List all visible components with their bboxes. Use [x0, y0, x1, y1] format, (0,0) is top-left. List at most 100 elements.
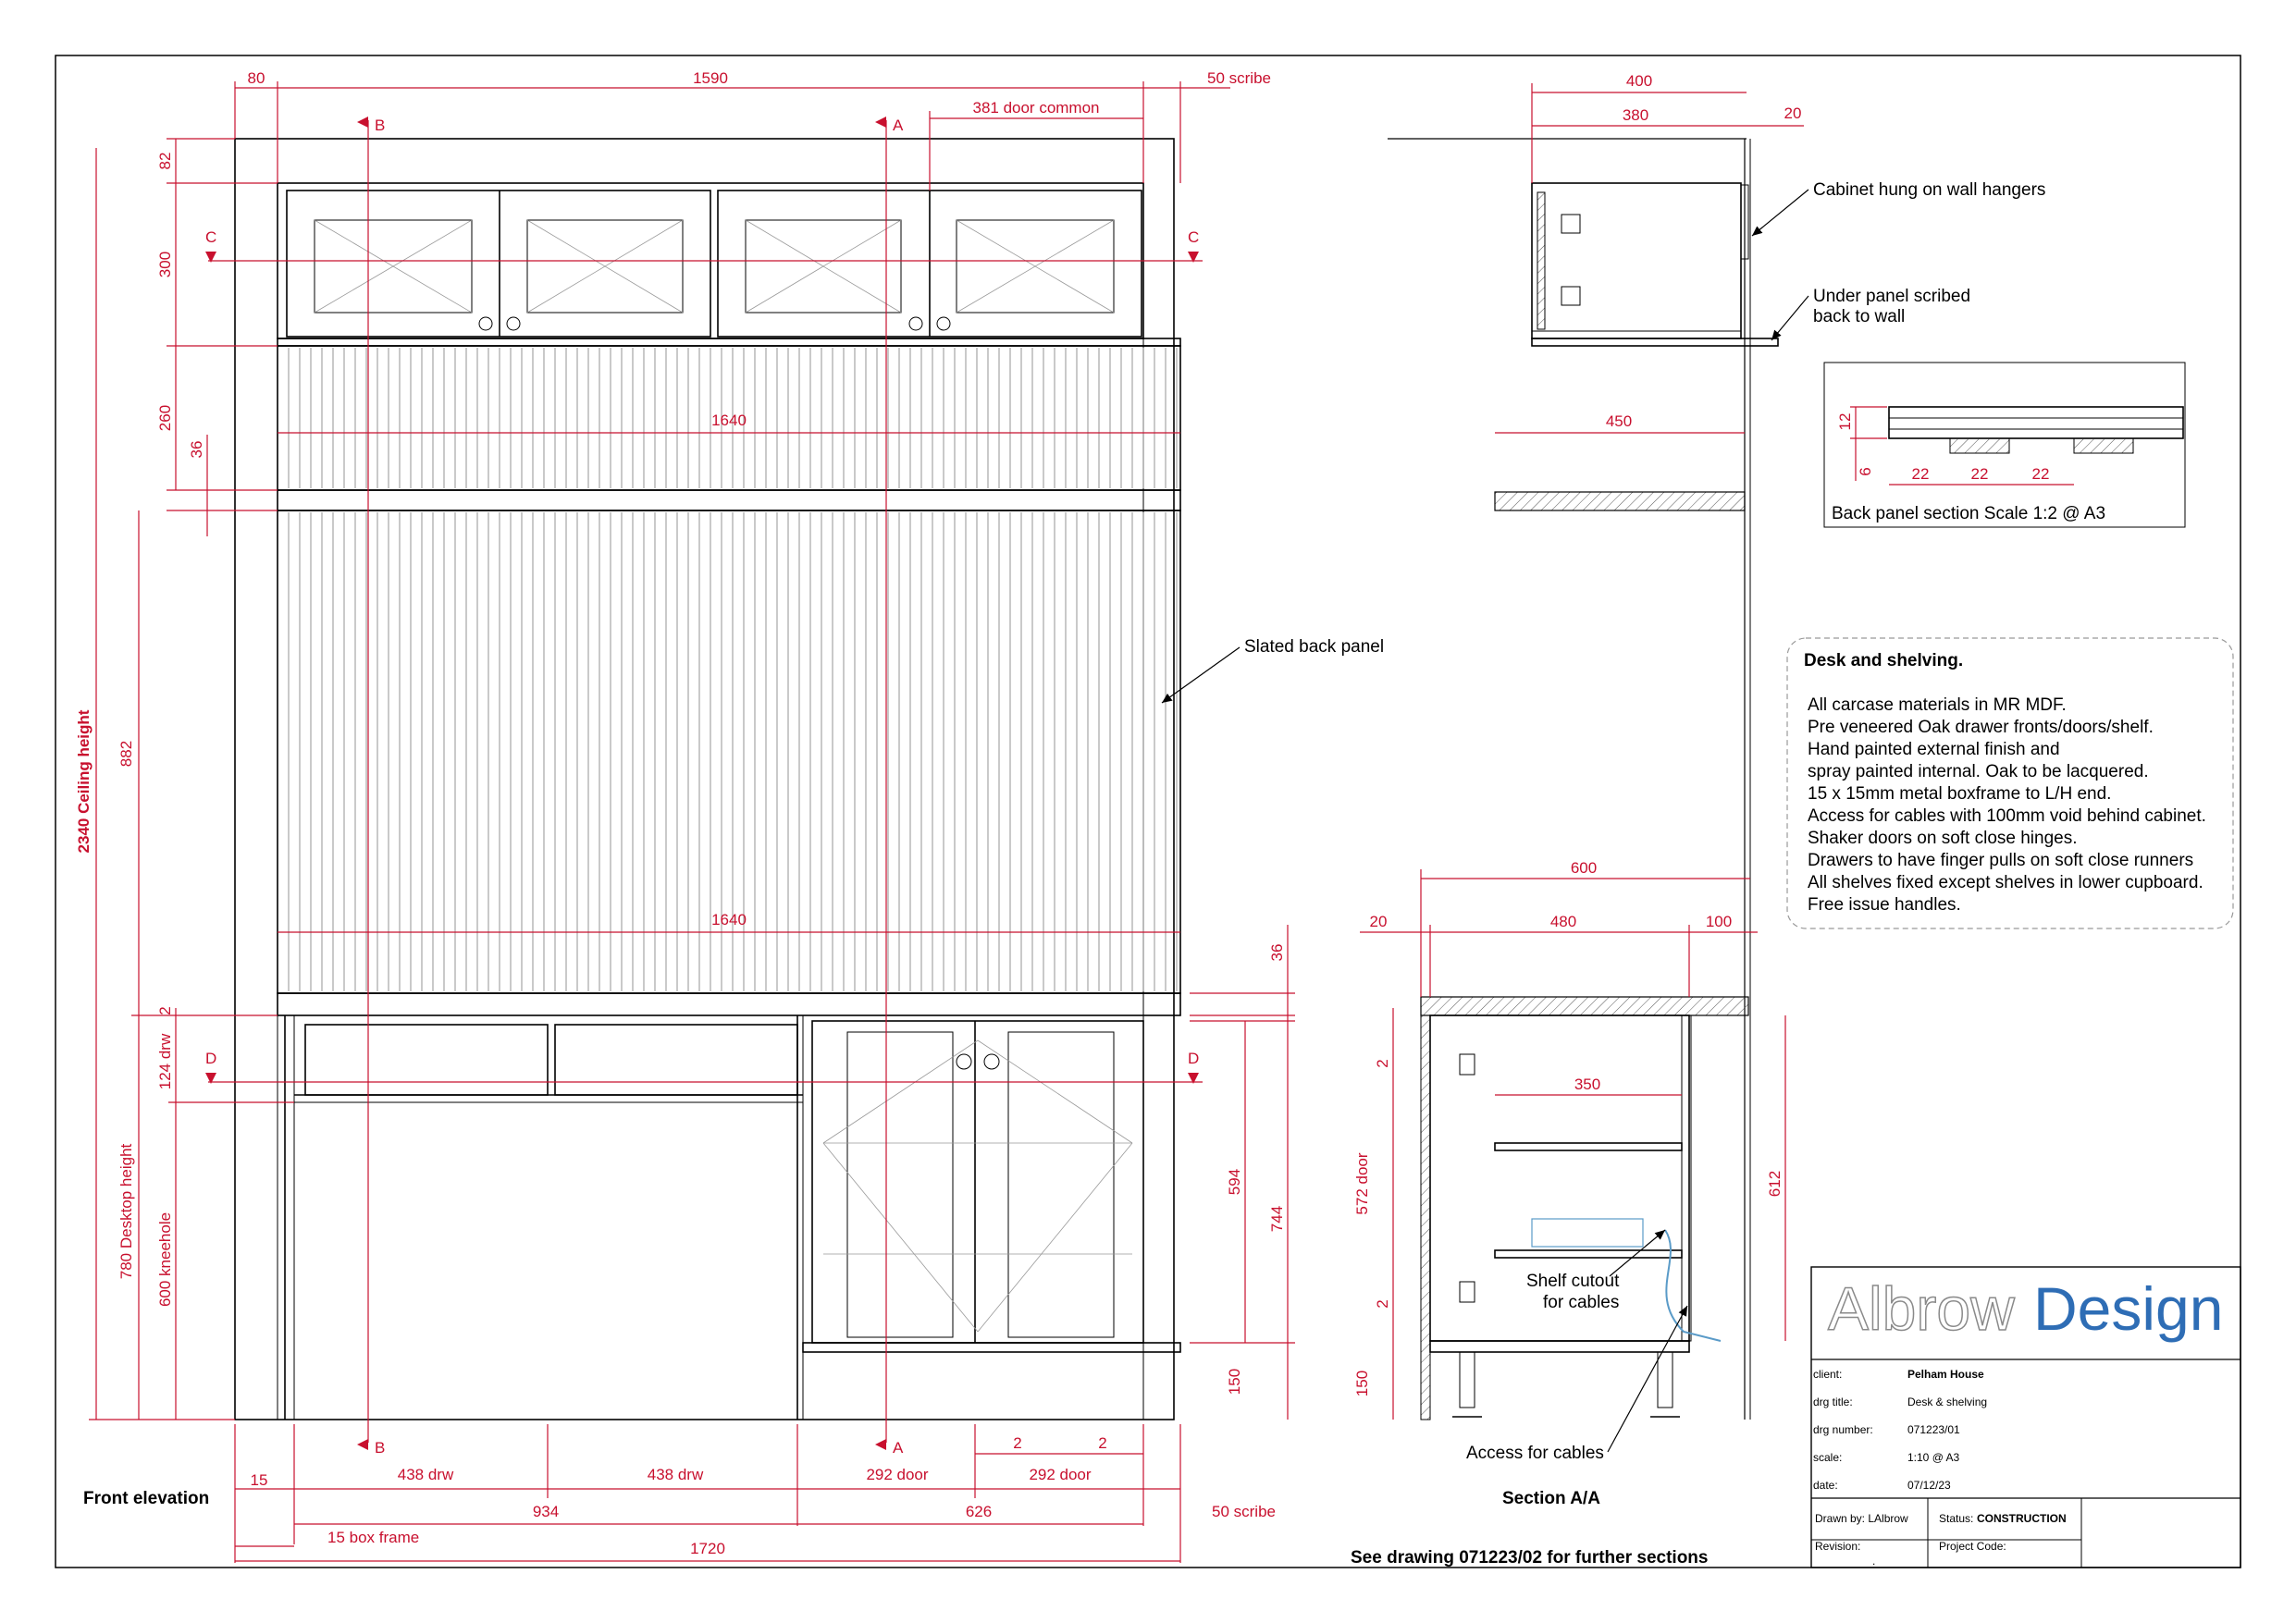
dim-36b: 36	[1268, 944, 1286, 962]
dim-438-drw-a: 438 drw	[398, 1466, 454, 1483]
callout-shelf-cutout-2: for cables	[1543, 1293, 1619, 1312]
tb-status-label: Status:	[1939, 1512, 1973, 1525]
dim-2-section-a: 2	[1374, 1059, 1391, 1067]
front-elevation: B A B A C C D D 80 1590 50 scribe 381 do…	[75, 69, 1384, 1563]
dim-150-front: 150	[1226, 1369, 1243, 1395]
dim-300: 300	[156, 252, 174, 277]
notes-line: All shelves fixed except shelves in lowe…	[1808, 873, 2203, 892]
dim-20b: 20	[1370, 913, 1388, 930]
dim-box-frame: 15 box frame	[327, 1529, 419, 1546]
callout-wall-hangers: Cabinet hung on wall hangers	[1813, 180, 2045, 200]
dim-scribe-top: 50 scribe	[1207, 69, 1271, 87]
section-aa: 400 380 20 Cabinet hung on wall hangers …	[1353, 72, 2045, 1508]
dim-594: 594	[1226, 1169, 1243, 1195]
dim-292-door-b: 292 door	[1029, 1466, 1091, 1483]
title-block: Albrow Design client: Pelham House drg t…	[1810, 1266, 2241, 1568]
tb-client-label: client:	[1813, 1368, 1842, 1381]
dim-1590: 1590	[693, 69, 728, 87]
tb-status-value: CONSTRUCTION	[1977, 1512, 2067, 1525]
dim-2a: 2	[156, 1006, 174, 1014]
dim-438-drw-b: 438 drw	[648, 1466, 704, 1483]
marker-c-right: C	[1188, 228, 1199, 246]
marker-b-top: B	[375, 117, 385, 134]
dim-kneehole: 600 kneehole	[156, 1212, 174, 1307]
callout-slated-back-panel: Slated back panel	[1244, 637, 1384, 657]
dim-82: 82	[156, 153, 174, 170]
dim-22a: 22	[1912, 465, 1930, 483]
tb-revision-label: Revision:	[1815, 1540, 1860, 1553]
marker-b-bottom: B	[375, 1439, 385, 1457]
marker-d-left: D	[205, 1050, 216, 1067]
dim-882: 882	[117, 741, 135, 767]
notes-line: Hand painted external finish and	[1808, 740, 2060, 759]
front-elevation-title: Front elevation	[83, 1489, 209, 1508]
back-panel-detail: 12 6 22 22 22 Back panel section Scale 1…	[1823, 362, 2186, 528]
back-panel-caption: Back panel section Scale 1:2 @ A3	[1832, 504, 2105, 523]
tb-number-label: drg number:	[1813, 1423, 1873, 1436]
callout-access-cables: Access for cables	[1466, 1444, 1604, 1463]
dim-80: 80	[248, 69, 265, 87]
dim-600: 600	[1571, 859, 1597, 877]
wall-cabinet	[277, 182, 1181, 347]
marker-c-left: C	[205, 228, 216, 246]
dim-15: 15	[251, 1471, 268, 1489]
dim-150-section: 150	[1353, 1371, 1371, 1396]
dim-22b: 22	[1971, 465, 1989, 483]
dim-20a: 20	[1784, 105, 1802, 122]
dim-480: 480	[1550, 913, 1576, 930]
dim-400: 400	[1626, 72, 1652, 90]
notes-line: Free issue handles.	[1808, 895, 1961, 915]
tb-revision-value: .	[1872, 1555, 1875, 1568]
dim-260: 260	[156, 405, 174, 431]
callout-scribed-1: Under panel scribed	[1813, 287, 1970, 306]
dim-1640b: 1640	[711, 911, 747, 928]
callout-shelf-cutout-1: Shelf cutout	[1526, 1272, 1620, 1291]
dim-744: 744	[1268, 1206, 1286, 1232]
logo-albrow: Albrow	[1828, 1274, 2015, 1343]
dim-1640a: 1640	[711, 412, 747, 429]
tb-scale-label: scale:	[1813, 1451, 1842, 1464]
desk-section	[284, 1015, 1181, 1420]
dim-572-door: 572 door	[1353, 1152, 1371, 1214]
tb-client-value: Pelham House	[1907, 1368, 1984, 1381]
section-aa-title: Section A/A	[1502, 1489, 1600, 1508]
notes-line: Pre veneered Oak drawer fronts/doors/she…	[1808, 718, 2154, 737]
tb-number-value: 071223/01	[1907, 1423, 1960, 1436]
dim-6: 6	[1857, 467, 1874, 475]
notes-box: Desk and shelving. All carcase materials…	[1786, 637, 2234, 929]
notes-line: 15 x 15mm metal boxframe to L/H end.	[1808, 784, 2111, 804]
callout-scribed-2: back to wall	[1813, 307, 1905, 326]
dim-22c: 22	[2032, 465, 2050, 483]
dim-100: 100	[1706, 913, 1732, 930]
dim-ceiling-height: 2340 Ceiling height	[75, 709, 93, 853]
notes-line: All carcase materials in MR MDF.	[1808, 695, 2067, 715]
dim-124-drw: 124 drw	[156, 1033, 174, 1089]
tb-project-label: Project Code:	[1939, 1540, 2006, 1553]
tb-scale-value: 1:10 @ A3	[1907, 1451, 1960, 1464]
dim-350: 350	[1574, 1076, 1600, 1093]
tb-title-value: Desk & shelving	[1907, 1396, 1987, 1408]
sheet-border	[55, 55, 2241, 1568]
dim-desk-height: 780 Desktop height	[117, 1143, 135, 1279]
tb-date-label: date:	[1813, 1479, 1838, 1492]
dim-2-section-b: 2	[1374, 1299, 1391, 1308]
notes-heading: Desk and shelving.	[1804, 651, 1963, 670]
tb-drawn-by: Drawn by: LAlbrow	[1815, 1512, 1908, 1525]
dim-292-door-a: 292 door	[866, 1466, 928, 1483]
footer-note: See drawing 071223/02 for further sectio…	[1351, 1548, 1709, 1568]
notes-line: Drawers to have finger pulls on soft clo…	[1808, 851, 2193, 870]
notes-line: Shaker doors on soft close hinges.	[1808, 829, 2078, 848]
dim-612: 612	[1766, 1171, 1784, 1197]
marker-a-bottom: A	[893, 1439, 904, 1457]
notes-line: Access for cables with 100mm void behind…	[1808, 806, 2206, 826]
tb-date-value: 07/12/23	[1907, 1479, 1951, 1492]
marker-d-right: D	[1188, 1050, 1199, 1067]
slatted-back-panel	[277, 345, 1181, 1016]
dim-626: 626	[966, 1503, 992, 1520]
tb-title-label: drg title:	[1813, 1396, 1853, 1408]
dim-12: 12	[1836, 413, 1854, 431]
dim-380: 380	[1623, 106, 1648, 124]
dim-450: 450	[1606, 412, 1632, 430]
notes-line: spray painted internal. Oak to be lacque…	[1808, 762, 2149, 781]
marker-a-top: A	[893, 117, 904, 134]
